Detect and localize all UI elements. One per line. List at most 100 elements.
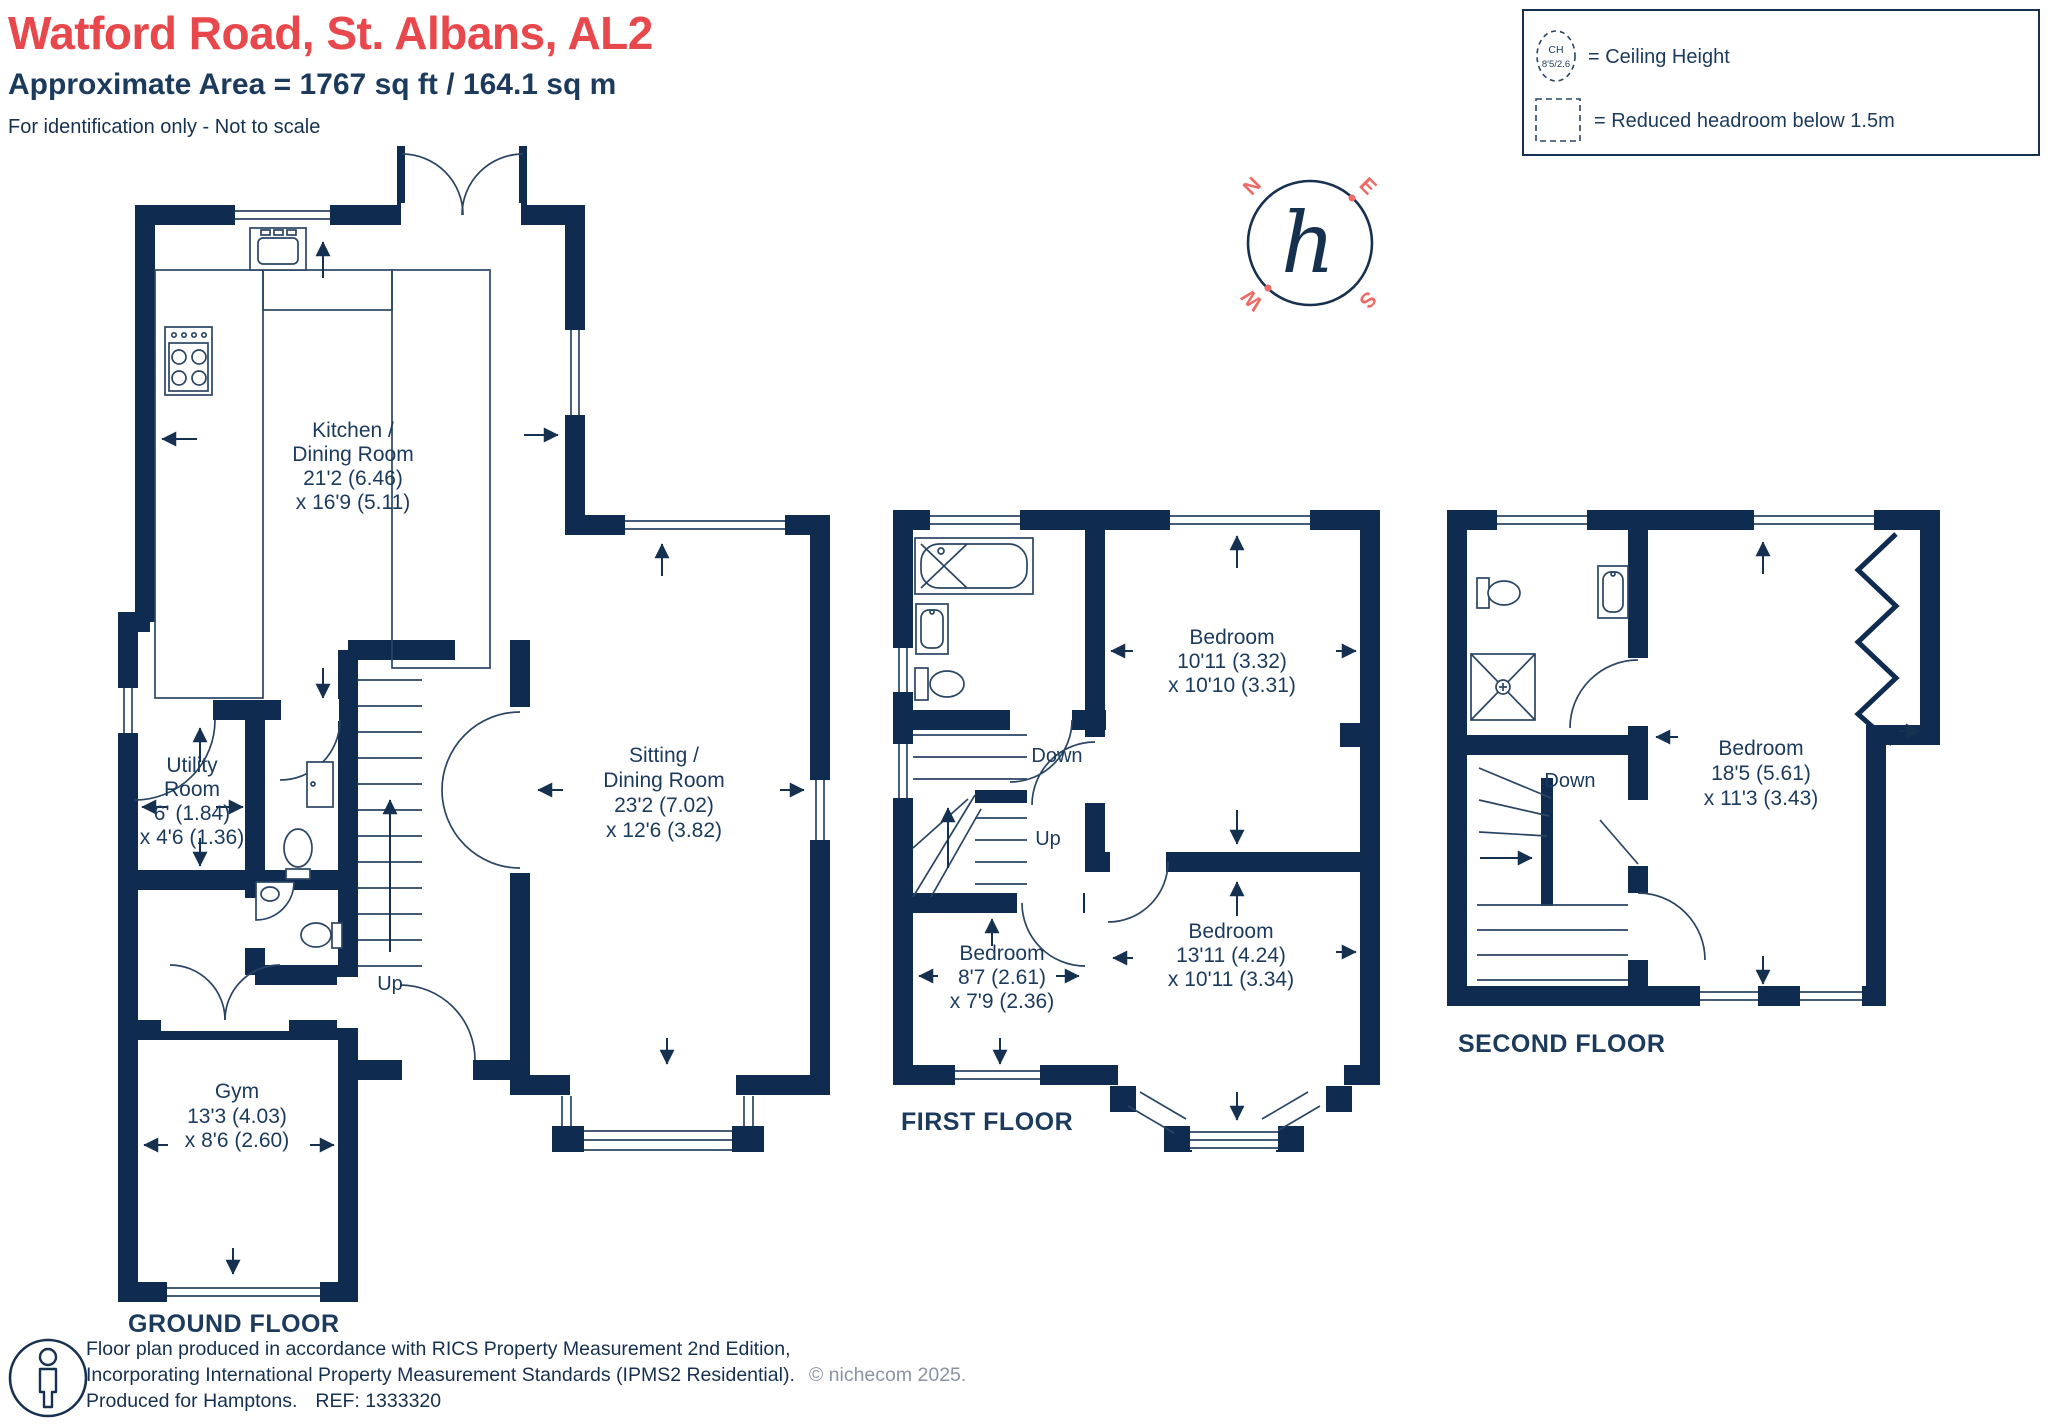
- second-stairs-down-label: Down: [1544, 770, 1595, 792]
- footer-produced-for: Produced for Hamptons.: [86, 1390, 298, 1412]
- kitchen-label: Dining Room: [292, 443, 413, 466]
- window: [955, 1064, 1040, 1086]
- footer: Floor plan produced in accordance with R…: [86, 1336, 966, 1414]
- shower-icon: [1470, 653, 1536, 721]
- window: [1800, 985, 1862, 1007]
- legend-ch-value: 8'5/2.6: [1542, 59, 1570, 70]
- window: [809, 780, 831, 840]
- gym-dims: x 8'6 (2.60): [185, 1129, 289, 1152]
- second-door-arcs: [1569, 659, 1706, 961]
- footer-line1: Floor plan produced in accordance with R…: [86, 1338, 791, 1360]
- kitchen-dims: 21'2 (6.46): [303, 467, 403, 490]
- bedroom3-dims: 13'11 (4.24): [1176, 944, 1286, 967]
- bedroom2-dims: 8'7 (2.61): [958, 966, 1046, 989]
- window: [1497, 509, 1587, 531]
- kitchen-label: Kitchen /: [312, 419, 394, 442]
- sitting-dims: 23'2 (7.02): [614, 794, 714, 817]
- footer-line3: Produced for Hamptons.REF: 1333320: [86, 1388, 966, 1414]
- window: [930, 509, 1020, 531]
- window: [117, 688, 139, 733]
- bedroom1-dims: x 10'10 (3.31): [1168, 674, 1296, 697]
- bedroom-dims: 18'5 (5.61): [1711, 762, 1811, 785]
- person-icon: [8, 1338, 88, 1418]
- bedroom1-dims: 10'11 (3.32): [1177, 650, 1287, 673]
- sitting-label: Dining Room: [603, 769, 724, 792]
- disclaimer-text: For identification only - Not to scale: [8, 116, 321, 138]
- hob-icon: [164, 326, 213, 396]
- sitting-label: Sitting /: [629, 744, 699, 767]
- first-openings-windows: [892, 509, 1321, 1150]
- second-floor-label: SECOND FLOOR: [1458, 1030, 1665, 1058]
- ground-floor-label: GROUND FLOOR: [128, 1310, 340, 1338]
- second-openings-windows: [1497, 509, 1874, 1007]
- bedroom-label: Bedroom: [1718, 737, 1803, 760]
- toilet-icon: [1476, 577, 1521, 609]
- toilet-icon: [283, 828, 313, 880]
- corner-basin-icon: [255, 881, 295, 921]
- bedroom1-label: Bedroom: [1189, 626, 1274, 649]
- compass-w: W: [1237, 284, 1267, 314]
- first-dimension-arrows: [918, 535, 1357, 1121]
- legend-reduced-label: = Reduced headroom below 1.5m: [1594, 110, 1895, 132]
- bedroom3-dims: x 10'11 (3.34): [1168, 968, 1294, 991]
- approximate-area: Approximate Area = 1767 sq ft / 164.1 sq…: [8, 68, 617, 101]
- gym-label: Gym: [215, 1080, 259, 1103]
- compass-dot-w: [1264, 284, 1272, 292]
- bedroom2-label: Bedroom: [959, 942, 1044, 965]
- ground-dimension-arrows: [141, 241, 805, 1275]
- legend-ch-abbr: CH: [1548, 44, 1563, 56]
- sink-icon: [249, 227, 307, 271]
- basin-icon: [915, 603, 949, 655]
- ground-floor-plan: Up Kitchen / Dining Room 21'2 (6.46) x 1…: [117, 146, 831, 1338]
- utility-label: Utility: [166, 754, 218, 777]
- utility-dims: x 4'6 (1.36): [140, 826, 244, 849]
- legend-graphics: CH 8'5/2.6 = Ceiling Height = Reduced he…: [1535, 30, 1895, 142]
- bedroom2-dims: x 7'9 (2.36): [950, 990, 1054, 1013]
- second-floor-plan: Down Bedroom 18'5 (5.61) x 11'3 (3.43) S…: [1447, 509, 1940, 1058]
- compass-icon: h N E S W: [1237, 173, 1381, 315]
- ground-stairs: Up: [358, 679, 422, 995]
- window: [1700, 985, 1758, 1007]
- compass-s: S: [1355, 287, 1381, 313]
- second-dimension-arrows: [1655, 541, 1921, 985]
- ground-stairs-up-label: Up: [377, 973, 403, 995]
- window: [1754, 509, 1874, 531]
- ground-door-arcs: [134, 153, 524, 1061]
- window: [1170, 509, 1310, 531]
- utility-dims: 6' (1.84): [154, 802, 230, 825]
- reduced-headroom-icon: [1535, 98, 1581, 142]
- compass-dot-e: [1348, 194, 1356, 202]
- bay-window: [556, 1096, 760, 1152]
- bedroom-dims: x 11'3 (3.43): [1704, 787, 1819, 810]
- kitchen-counter-icon: [154, 269, 491, 699]
- ground-openings-windows: [117, 203, 831, 1303]
- ground-room-labels: Kitchen / Dining Room 21'2 (6.46) x 16'9…: [140, 419, 725, 1152]
- second-walls: [1447, 510, 1940, 1006]
- first-stairs: Down Up: [912, 734, 1083, 898]
- first-door-arcs: [1009, 719, 1169, 967]
- first-stairs-down-label: Down: [1031, 745, 1082, 767]
- first-walls: [893, 510, 1380, 1152]
- toilet-icon: [300, 922, 343, 949]
- gym-dims: 13'3 (4.03): [187, 1105, 287, 1128]
- ceiling-height-icon: [1536, 30, 1576, 82]
- footer-copyright: © nichecom 2025.: [808, 1364, 967, 1386]
- bath-icon: [914, 537, 1034, 595]
- wall-cabinet-icon: [306, 761, 334, 808]
- first-floor-plan: Down Up Bedroom 10'11 (3.32) x 10'10 (3.…: [892, 509, 1380, 1152]
- window: [892, 648, 914, 692]
- compass-n: N: [1239, 173, 1266, 200]
- compass-e: E: [1355, 173, 1381, 199]
- kitchen-dims: x 16'9 (5.11): [296, 491, 411, 514]
- sitting-dims: x 12'6 (3.82): [606, 819, 722, 842]
- legend-box: CH 8'5/2.6 = Ceiling Height = Reduced he…: [1522, 9, 2040, 156]
- bay-window: [1127, 1091, 1321, 1150]
- window: [235, 204, 330, 226]
- basin-icon: [1597, 565, 1629, 619]
- window: [564, 330, 586, 415]
- second-room-labels: Bedroom 18'5 (5.61) x 11'3 (3.43): [1704, 737, 1819, 810]
- toilet-icon: [914, 667, 965, 701]
- second-stairs: Down: [1477, 767, 1628, 981]
- first-room-labels: Bedroom 10'11 (3.32) x 10'10 (3.31) Bedr…: [950, 626, 1296, 1013]
